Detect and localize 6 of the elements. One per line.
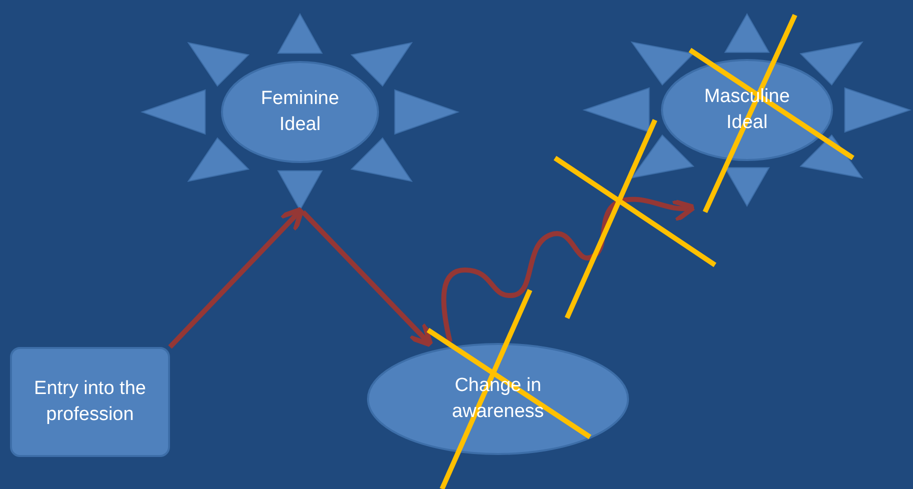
arrow [168,206,304,349]
node-label: Feminine Ideal [260,87,340,137]
arrow [301,210,434,348]
arrow [441,196,696,343]
rounded-box [10,347,170,457]
node-label: Entry into the profession [33,377,147,427]
